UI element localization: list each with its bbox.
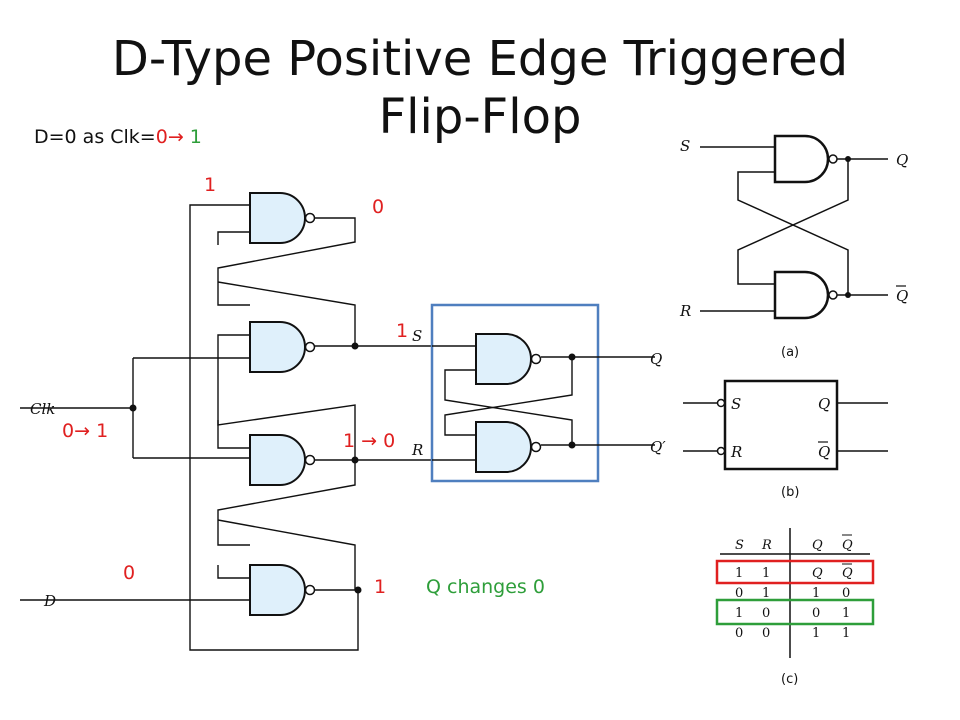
fig-a-q-label: Q <box>896 151 908 169</box>
fig-a-qbar-label: Q <box>896 287 908 305</box>
q-prime-output-label: Q′ <box>650 438 666 456</box>
clk-transition-value: 0→ 1 <box>62 420 108 442</box>
svg-text:1: 1 <box>812 586 820 601</box>
condition-from: 0 <box>155 126 168 148</box>
fig-b-wires <box>683 402 888 452</box>
nand-gate-1 <box>249 192 316 244</box>
svg-text:Q: Q <box>842 566 853 581</box>
svg-text:1: 1 <box>842 606 850 621</box>
svg-text:1: 1 <box>735 606 743 621</box>
svg-text:Q: Q <box>812 566 823 581</box>
d-input-value: 0 <box>123 562 136 584</box>
svg-text:0: 0 <box>762 606 770 621</box>
d-label: D <box>43 592 56 610</box>
latch-wires <box>432 345 655 461</box>
tt-row-1: 1 1 Q Q <box>735 563 853 581</box>
fig-b-s-bubble <box>716 398 726 408</box>
svg-text:0: 0 <box>735 626 743 641</box>
caption-c: (c) <box>781 672 798 687</box>
svg-text:1: 1 <box>735 566 743 581</box>
wires <box>20 204 432 651</box>
svg-text:0: 0 <box>735 586 743 601</box>
title-line-1: D-Type Positive Edge Triggered <box>111 31 849 87</box>
fig-a-dots <box>845 156 851 298</box>
tt-header-q: Q <box>812 538 823 553</box>
condition-to: 1 <box>189 126 202 148</box>
sr-latch-box <box>430 303 600 483</box>
s-input-label: S <box>412 327 422 345</box>
clk-from: 0 <box>62 420 75 442</box>
fig-a-nand-top <box>773 134 839 184</box>
g2-output-value: 1 <box>396 320 409 342</box>
g4-output-value: 1 <box>374 576 387 598</box>
g1-output-value: 0 <box>372 196 385 218</box>
condition-arrow: → <box>167 126 184 148</box>
g3-output-value: 1 → 0 <box>343 430 396 452</box>
r-input-label: R <box>411 441 423 459</box>
nand-gate-4 <box>249 564 316 616</box>
latch-nand-top <box>475 333 542 385</box>
caption-b: (b) <box>781 485 799 500</box>
clk-to: 1 <box>96 420 109 442</box>
tt-header-qbar: Q <box>842 538 853 553</box>
tt-row-4: 0 0 1 1 <box>735 626 850 641</box>
fig-b-s-label: S <box>731 395 741 413</box>
svg-text:0: 0 <box>762 626 770 641</box>
tt-highlight-green <box>715 598 875 626</box>
title-line-2: Flip-Flop <box>378 89 582 145</box>
tt-header-r: R <box>761 538 772 553</box>
fig-b-r-label: R <box>730 443 742 461</box>
fig-a-nand-bottom <box>773 270 839 320</box>
clk-label: Clk <box>30 400 55 418</box>
fig-b-q-label: Q <box>818 395 830 413</box>
svg-text:1: 1 <box>812 626 820 641</box>
condition-prefix: D=0 as Clk= <box>34 126 156 148</box>
fig-a-s-label: S <box>680 137 690 155</box>
nand-gate-3 <box>249 434 316 486</box>
svg-text:1: 1 <box>762 566 770 581</box>
g1-input-value: 1 <box>204 174 217 196</box>
nand-gate-2 <box>249 321 316 373</box>
condition-label: D=0 as Clk=0→ 1 <box>34 126 202 148</box>
latch-nand-bottom <box>475 421 542 473</box>
fig-b-r-bubble <box>716 446 726 456</box>
fig-b-block <box>723 379 839 471</box>
page-title: D-Type Positive Edge Triggered Flip-Flop <box>0 30 960 146</box>
q-change-note: Q changes 0 <box>426 576 545 598</box>
svg-text:0: 0 <box>812 606 820 621</box>
tt-highlight-red <box>715 559 875 585</box>
clk-arrow: → <box>74 420 91 442</box>
fig-a-wires <box>700 146 888 312</box>
tt-header-s: S <box>735 538 744 553</box>
caption-a: (a) <box>781 345 799 360</box>
svg-text:1: 1 <box>842 626 850 641</box>
fig-a-r-label: R <box>679 302 691 320</box>
fig-b-qbar-label: Q <box>818 443 830 461</box>
svg-text:0: 0 <box>842 586 850 601</box>
tt-row-2: 0 1 1 0 <box>735 586 850 601</box>
svg-text:1: 1 <box>762 586 770 601</box>
q-output-label: Q <box>650 350 662 368</box>
tt-row-3: 1 0 0 1 <box>735 606 850 621</box>
